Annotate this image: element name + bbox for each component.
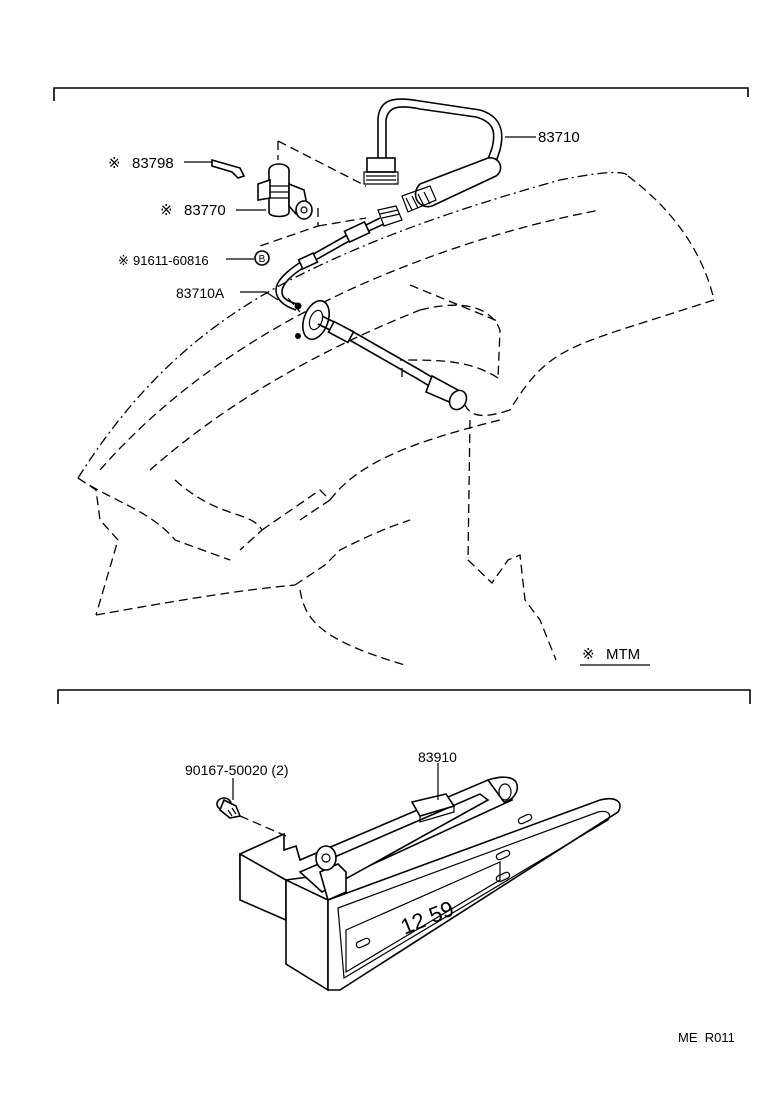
- clock-83910: 12 59: [239, 776, 621, 992]
- callout-83710a: 83710A: [176, 285, 225, 301]
- speedometer-cable-83710: [363, 98, 503, 213]
- callout-83910: 83910: [418, 749, 457, 765]
- washer-91611: B: [254, 250, 270, 266]
- callout-label: 83710A: [176, 285, 225, 301]
- callout-label: 91611-60816: [133, 253, 209, 268]
- drive-gear-83770: [257, 163, 313, 220]
- assembly-guides: [259, 140, 403, 380]
- leader-lines-upper: [184, 136, 536, 301]
- lower-section-frame: [57, 689, 751, 704]
- variant-prefix: ※: [582, 646, 595, 663]
- callout-83770: ※ 83770: [160, 202, 226, 219]
- screw-90167: [216, 797, 287, 837]
- variant-note-mtm: ※ MTM: [580, 646, 650, 666]
- callout-prefix: ※: [118, 253, 129, 268]
- variant-label: MTM: [606, 646, 640, 663]
- callout-prefix: ※: [108, 155, 121, 172]
- speedometer-cable-83710a: [275, 205, 468, 411]
- callout-83798: ※ 83798: [108, 155, 174, 172]
- leader-lines-lower: [232, 763, 439, 800]
- callout-91611-60816: ※ 91611-60816: [118, 253, 209, 268]
- callout-83710: 83710: [538, 129, 580, 146]
- upper-section-frame: [53, 87, 749, 101]
- washer-glyph: B: [259, 254, 266, 265]
- callout-label: 83710: [538, 129, 580, 146]
- callout-prefix: ※: [160, 202, 173, 219]
- clip-83798: [211, 158, 246, 179]
- callout-label: 83798: [132, 155, 174, 172]
- dashboard-outline: [77, 171, 715, 666]
- callout-label: 83770: [184, 202, 226, 219]
- footer-code: ME R011: [678, 1030, 735, 1045]
- callout-90167-50020: 90167-50020 (2): [185, 762, 289, 778]
